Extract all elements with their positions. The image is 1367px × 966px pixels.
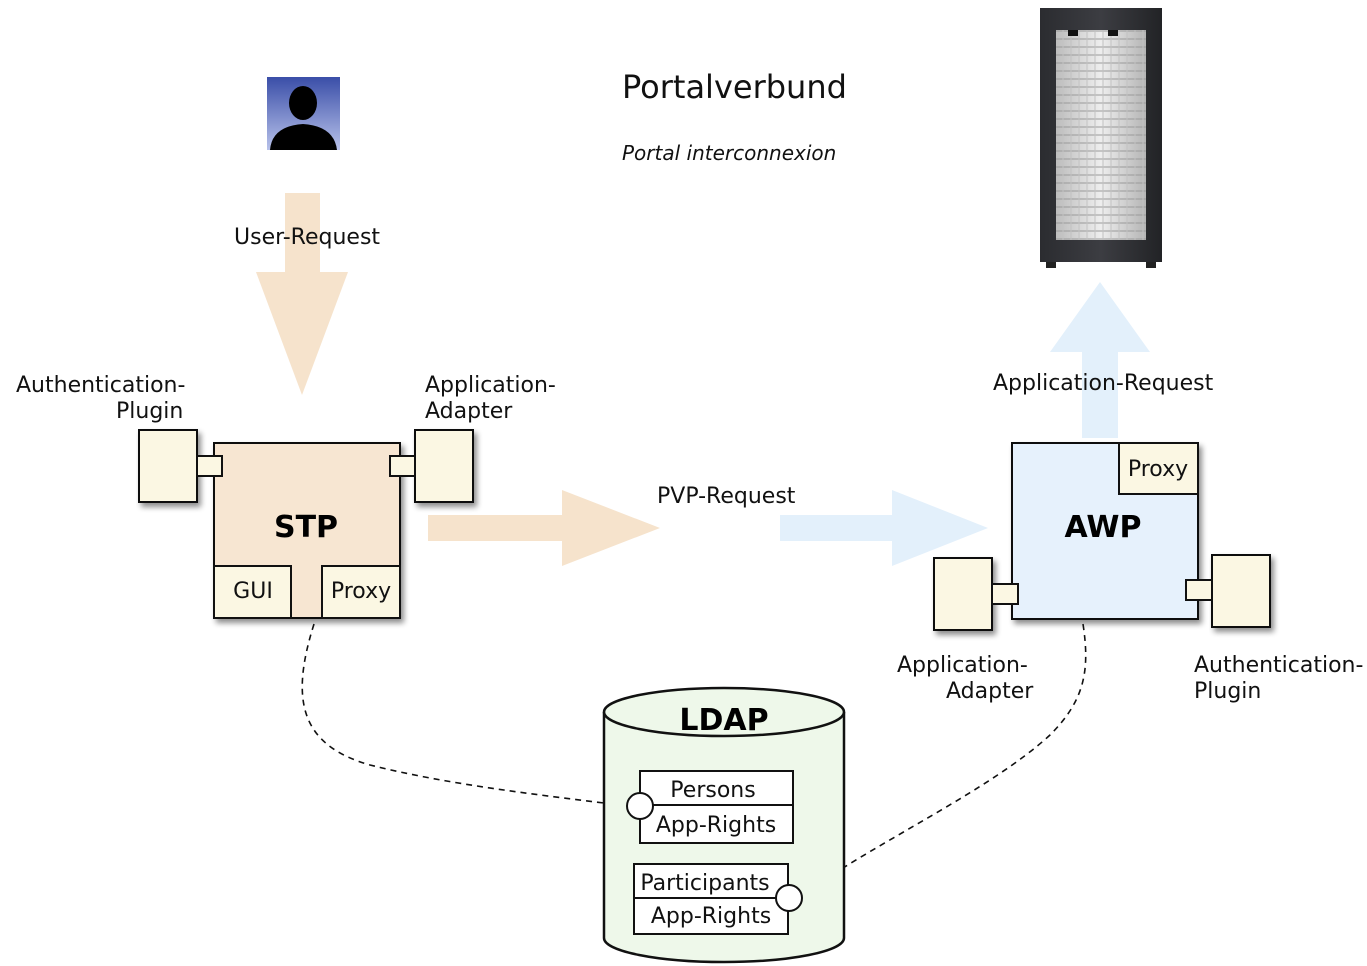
ldap-participants-rights-label: App-Rights: [651, 904, 771, 929]
ldap-participants-label: Participants: [640, 871, 769, 896]
awp-app-adapter-label-1: Application-: [897, 653, 1028, 678]
awp-label: AWP: [1065, 510, 1142, 545]
awp-proxy-box[interactable]: [1118, 442, 1199, 495]
pvp-request-arrow-awp: [780, 490, 988, 566]
pvp-request-label: PVP-Request: [657, 484, 796, 509]
awp-auth-plugin-label-1: Authentication-: [1194, 653, 1363, 678]
awp-app-adapter[interactable]: [933, 557, 1019, 631]
stp-auth-plugin[interactable]: [138, 429, 223, 503]
awp-auth-plugin-label-2: Plugin: [1194, 679, 1261, 704]
page-title: Portalverbund: [622, 68, 847, 106]
participants-interface-port: [775, 884, 803, 912]
pvp-request-arrow-stp: [428, 490, 660, 566]
page-subtitle: Portal interconnexion: [622, 141, 836, 165]
stp-auth-plugin-label-2: Plugin: [116, 399, 183, 424]
server-rack-icon: [1040, 8, 1162, 268]
application-request-arrow: [1050, 282, 1150, 438]
stp-ldap-connector: [301, 623, 629, 807]
ldap-persons-rights-label: App-Rights: [656, 813, 776, 838]
persons-interface-port: [626, 792, 654, 820]
stp-label: STP: [274, 510, 338, 545]
awp-auth-plugin[interactable]: [1185, 554, 1271, 628]
stp-proxy-box[interactable]: [321, 565, 401, 619]
stp-proxy-label: Proxy: [331, 579, 391, 604]
ldap-persons-label: Persons: [670, 778, 755, 803]
stp-auth-plugin-label-1: Authentication-: [16, 373, 185, 398]
ldap-persons-box[interactable]: [639, 770, 794, 844]
awp-ldap-connector: [799, 623, 1087, 897]
application-request-label: Application-Request: [993, 371, 1214, 396]
awp-proxy-label: Proxy: [1128, 457, 1188, 482]
stp-gui-label: GUI: [233, 579, 273, 604]
user-request-label: User-Request: [234, 225, 380, 250]
user-request-arrow: [256, 193, 348, 395]
ldap-participants-box[interactable]: [633, 863, 789, 935]
awp-app-adapter-label-2: Adapter: [946, 679, 1034, 704]
user-icon: [267, 77, 340, 150]
stp-app-adapter[interactable]: [389, 429, 474, 503]
ldap-label: LDAP: [679, 703, 768, 738]
stp-gui-box[interactable]: [213, 565, 292, 619]
stp-app-adapter-label-1: Application-: [425, 373, 556, 398]
stp-app-adapter-label-2: Adapter: [425, 399, 513, 424]
